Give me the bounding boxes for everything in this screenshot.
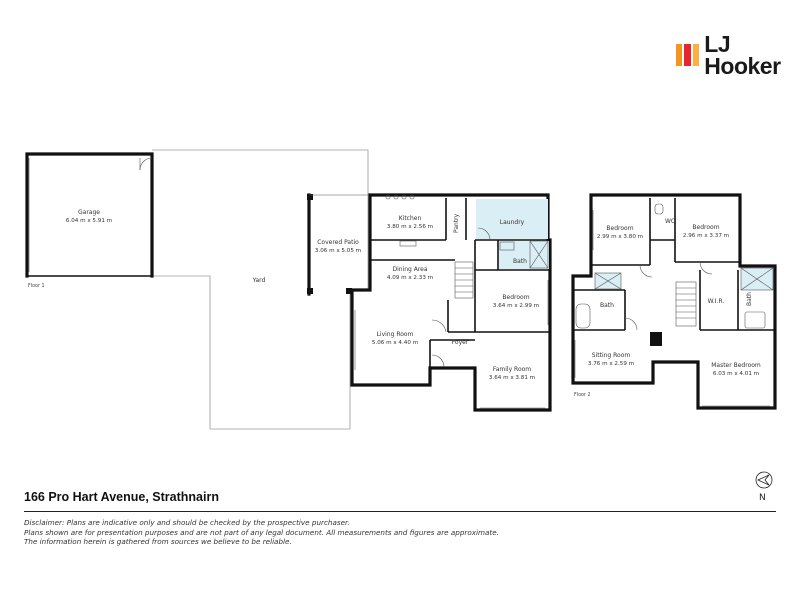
family-room-name: Family Room bbox=[493, 366, 531, 373]
lj-hooker-logo-mark-icon bbox=[676, 44, 699, 66]
disclaimer: Disclaimer: Plans are indicative only an… bbox=[24, 518, 624, 547]
covered-patio-name: Covered Patio bbox=[317, 239, 359, 246]
wir-name: W.I.R. bbox=[708, 298, 725, 305]
dining-dims: 4.09 m x 2.33 m bbox=[387, 275, 433, 281]
kitchen-dims: 3.80 m x 2.56 m bbox=[387, 224, 433, 230]
living-room-dims: 5.06 m x 4.40 m bbox=[372, 340, 418, 346]
dining-name: Dining Area bbox=[392, 266, 427, 273]
disclaimer-line-3: The information herein is gathered from … bbox=[24, 537, 292, 547]
bath-3-name: Bath bbox=[746, 292, 753, 306]
garage-dims: 6.04 m x 5.91 m bbox=[66, 218, 112, 224]
yard-label: Yard bbox=[252, 277, 266, 284]
bedroom-1-dims: 3.64 m x 2.99 m bbox=[493, 303, 539, 309]
divider bbox=[24, 511, 776, 512]
bedroom-2-dims: 2.99 m x 3.80 m bbox=[597, 234, 643, 240]
laundry-floor bbox=[476, 199, 548, 239]
compass-arrow-icon bbox=[755, 471, 773, 489]
sitting-room-dims: 3.76 m x 2.59 m bbox=[588, 361, 634, 367]
floor-1-label: Floor 1 bbox=[28, 283, 45, 289]
bedroom-3-dims: 2.96 m x 3.37 m bbox=[683, 233, 729, 239]
bath-1-name: Bath bbox=[513, 258, 527, 265]
property-address: 166 Pro Hart Avenue, Strathnairn bbox=[24, 490, 219, 504]
garage-name: Garage bbox=[78, 209, 100, 216]
bath-2-name: Bath bbox=[600, 302, 614, 309]
master-bedroom-name: Master Bedroom bbox=[711, 362, 761, 369]
pantry-name: Pantry bbox=[453, 213, 460, 233]
bedroom-2-name: Bedroom bbox=[606, 225, 633, 232]
disclaimer-line-1: Plans are indicative only and should be … bbox=[66, 518, 350, 527]
floor-2-plan bbox=[571, 193, 777, 410]
wc-name: WC bbox=[665, 218, 675, 225]
master-bedroom-dims: 6.03 m x 4.01 m bbox=[713, 371, 759, 377]
bedroom-3-name: Bedroom bbox=[692, 224, 719, 231]
disclaimer-line-2: Plans shown are for presentation purpose… bbox=[24, 527, 499, 537]
north-compass: N bbox=[754, 470, 774, 506]
bedroom-1-name: Bedroom bbox=[502, 294, 529, 301]
covered-patio-dims: 3.06 m x 5.05 m bbox=[315, 248, 361, 254]
bath-floor bbox=[499, 241, 549, 269]
living-room-name: Living Room bbox=[377, 331, 414, 338]
lj-hooker-logo: LJ Hooker bbox=[676, 33, 800, 78]
floor-1-plan bbox=[25, 149, 552, 430]
floor-2-label: Floor 2 bbox=[574, 392, 591, 398]
kitchen-name: Kitchen bbox=[399, 215, 422, 222]
disclaimer-label: Disclaimer: bbox=[24, 518, 65, 527]
sitting-room-name: Sitting Room bbox=[592, 352, 631, 359]
family-room-dims: 3.64 m x 3.81 m bbox=[489, 375, 535, 381]
foyer-name: Foyer bbox=[452, 339, 469, 346]
brand-name: LJ Hooker bbox=[704, 31, 781, 79]
compass-north-label: N bbox=[759, 493, 766, 503]
yard-boundary bbox=[152, 149, 369, 430]
laundry-name: Laundry bbox=[500, 219, 525, 226]
